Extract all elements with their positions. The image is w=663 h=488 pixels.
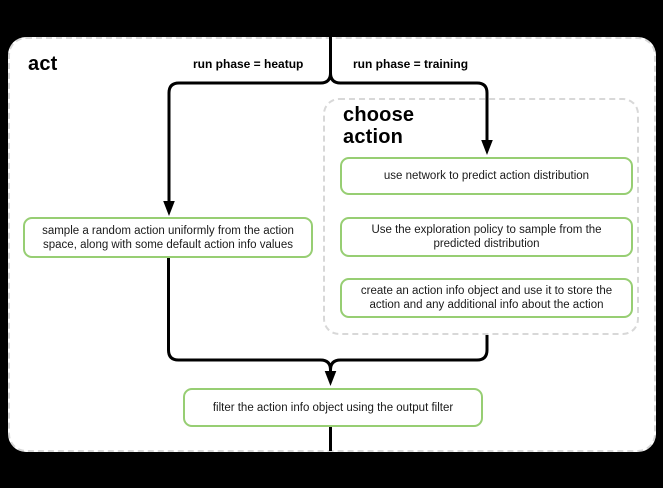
group-title: choose action	[343, 104, 415, 148]
node-filter-action-info: filter the action info object using the …	[183, 388, 483, 427]
edge-label-heatup: run phase = heatup	[193, 57, 304, 71]
node-exploration-policy: Use the exploration policy to sample fro…	[340, 217, 633, 257]
edge-label-training: run phase = training	[353, 57, 469, 71]
node-use-network: use network to predict action distributi…	[340, 157, 633, 195]
node-create-action-info: create an action info object and use it …	[340, 278, 633, 318]
node-sample-random-action: sample a random action uniformly from th…	[23, 217, 313, 258]
panel-title: act	[28, 53, 58, 75]
